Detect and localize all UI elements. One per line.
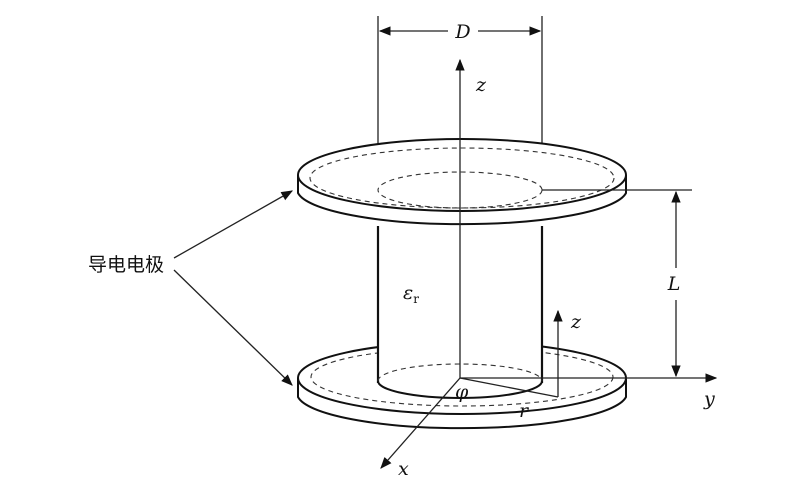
- permittivity-subscript: r: [413, 292, 419, 306]
- x-axis-label: x: [398, 458, 409, 480]
- local-z-axis-label: z: [570, 311, 582, 333]
- phi-label: φ: [455, 381, 469, 403]
- top-disk-top-face: [297, 138, 627, 212]
- electrode-pointer-top: [173, 190, 294, 259]
- permittivity-label: εr: [403, 282, 419, 306]
- electrode-pointer-bottom: [173, 269, 293, 386]
- diameter-label: D: [454, 21, 470, 43]
- electrodes-label: 导电电极: [88, 254, 164, 276]
- cylinder-bottom-front-arc: [377, 380, 543, 399]
- top-disk-inner-dashed: [309, 147, 615, 209]
- length-label: L: [667, 273, 681, 295]
- bottom-disk-inner-dashed: [310, 347, 614, 407]
- x-axis-line: [380, 377, 461, 469]
- radius-line: [459, 377, 559, 398]
- radius-label: r: [519, 400, 530, 422]
- cylinder-bottom-back-arc: [377, 363, 543, 382]
- permittivity-symbol: ε: [403, 282, 413, 304]
- z-axis-label: z: [475, 74, 487, 96]
- y-axis-label: y: [703, 388, 715, 410]
